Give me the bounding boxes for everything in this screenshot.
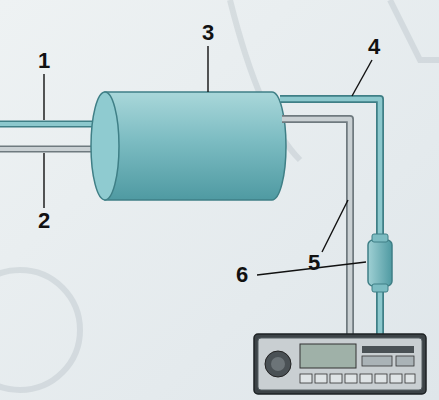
callout-number: 6 — [234, 264, 250, 286]
faint-background-photo — [0, 0, 439, 390]
antenna-cable — [280, 99, 380, 336]
callout-number: 4 — [366, 36, 382, 58]
power-cable — [282, 119, 350, 336]
amplifier-cylinder — [91, 92, 286, 200]
leader-lines — [44, 46, 372, 275]
callout-number: 2 — [36, 210, 52, 232]
car-radio — [254, 334, 426, 394]
callout-number: 5 — [306, 252, 322, 274]
callout-number: 3 — [200, 22, 216, 44]
noise-filter — [368, 234, 392, 292]
callout-number: 1 — [36, 50, 52, 72]
